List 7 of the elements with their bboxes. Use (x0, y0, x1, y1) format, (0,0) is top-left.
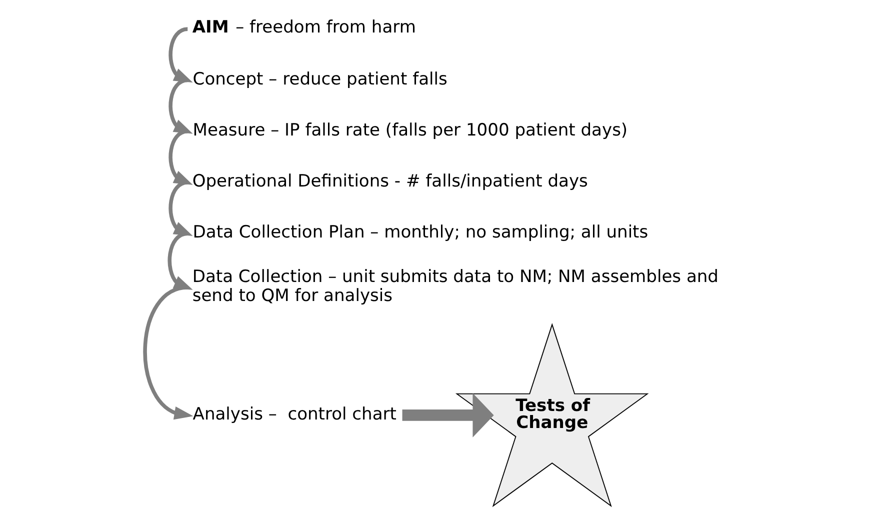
node-text: AIM – freedom from harm (192, 17, 416, 38)
node-text: Measure – IP falls rate (falls per 1000 patient days) (192, 120, 628, 140)
node-text: Concept – reduce patient falls (192, 69, 447, 90)
node-text: Operational Definitions - # falls/inpatient days (192, 172, 588, 192)
node-text: Analysis – control chart (192, 404, 396, 424)
node-text: Data Collection – unit submits data to NM; NM assembles and send to QM for analysis (192, 267, 718, 306)
node-text: Data Collection Plan – monthly; no sampling; all units (192, 222, 648, 243)
